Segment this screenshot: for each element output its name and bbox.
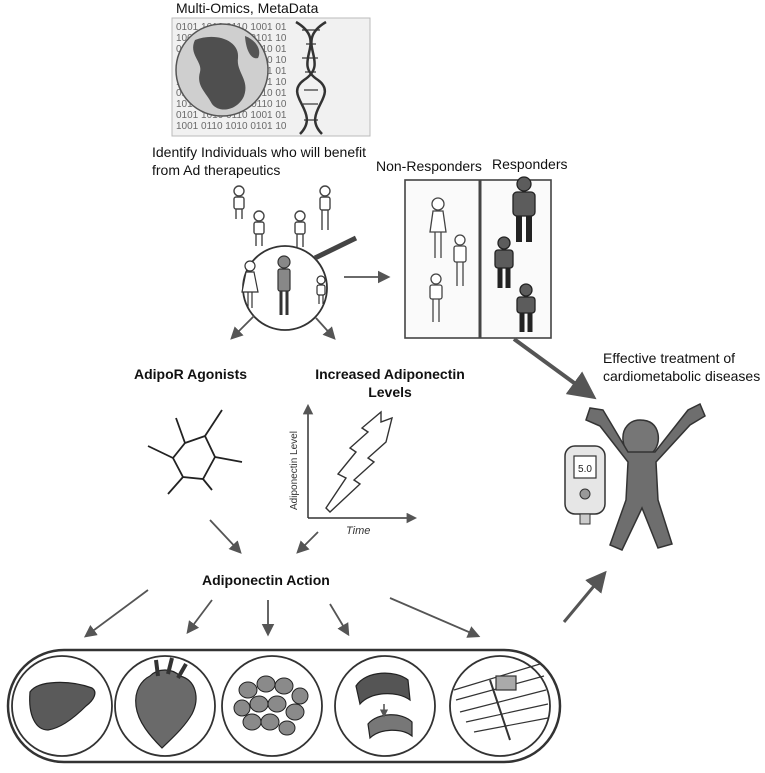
- liver-icon: [29, 681, 96, 731]
- person-icon: [233, 185, 245, 219]
- arrow-responders-to-treatment: [512, 337, 597, 400]
- effective-treatment-line2: cardiometabolic diseases: [603, 368, 761, 384]
- non-responders-label: Non-Responders: [376, 158, 482, 174]
- rising-zigzag-line: [325, 410, 393, 513]
- person-icon: [494, 236, 514, 288]
- increased-levels-line1: Increased Adiponectin: [315, 366, 465, 382]
- adipor-agonists-label: AdipoR Agonists: [134, 366, 248, 382]
- person-icon: [453, 234, 467, 286]
- identify-label-line1: Identify Individuals who will benefit: [152, 144, 367, 160]
- tissue-heart: [114, 655, 216, 757]
- person-icon: [294, 210, 306, 247]
- arrow-to-agonists: [230, 315, 255, 340]
- globe-icon: [175, 23, 269, 117]
- blood-vessel-icon: [355, 672, 413, 740]
- heart-icon: [135, 669, 197, 749]
- identify-label-line2: from Ad therapeutics: [152, 162, 281, 178]
- healthy-person-figure: [585, 402, 706, 551]
- multiomics-label: Multi-Omics, MetaData: [176, 0, 319, 16]
- graph-x-label: Time: [346, 525, 370, 537]
- adiponectin-action-label: Adiponectin Action: [202, 572, 330, 588]
- responders-panel: [404, 176, 552, 339]
- increased-levels-line2: Levels: [368, 384, 412, 400]
- arrow-action-to-liver: [83, 589, 149, 638]
- tissue-blood-vessel: [334, 655, 436, 757]
- person-icon: [316, 275, 326, 304]
- tissue-adipose: [221, 655, 323, 757]
- person-icon: [277, 255, 291, 315]
- arrow-action-to-heart: [186, 599, 213, 635]
- magnifier-selection: [241, 235, 358, 331]
- fat-cells-icon: [233, 675, 309, 736]
- glucometer-icon: 5.0: [564, 445, 606, 525]
- adiponectin-level-graph: Adiponectin Level Time: [289, 403, 418, 537]
- agonist-molecule-icon: [147, 409, 243, 495]
- person-icon: [516, 283, 536, 332]
- arrow-to-increased-levels: [315, 317, 336, 340]
- arrow-agonists-to-action: [209, 519, 242, 554]
- graph-y-label: Adiponectin Level: [289, 431, 300, 510]
- target-tissues-strip: [6, 648, 562, 764]
- woman-icon: [429, 197, 447, 258]
- non-responder-people: [429, 197, 467, 322]
- dna-helix-icon: [295, 20, 327, 135]
- arrow-graph-to-action: [296, 531, 319, 554]
- tissue-muscle: [449, 655, 551, 757]
- arrow-action-to-muscle: [389, 597, 481, 638]
- person-icon: [253, 210, 265, 246]
- effective-treatment-line1: Effective treatment of: [603, 350, 736, 366]
- flow-arrows: [83, 270, 607, 638]
- person-icon: [512, 176, 536, 242]
- glucometer-reading: 5.0: [578, 464, 592, 475]
- woman-icon: [241, 260, 259, 308]
- muscle-fibers-icon: [453, 663, 549, 741]
- person-icon: [429, 273, 443, 322]
- responder-people: [494, 176, 536, 332]
- tissue-liver: [11, 655, 113, 757]
- binary-row: 1001 0110 1010 0101 10: [176, 121, 287, 132]
- arrow-tissues-to-treatment: [562, 570, 607, 623]
- responders-label: Responders: [492, 156, 568, 172]
- population-people: [233, 185, 331, 247]
- person-icon: [319, 185, 331, 230]
- arrow-action-to-vessel: [329, 603, 350, 637]
